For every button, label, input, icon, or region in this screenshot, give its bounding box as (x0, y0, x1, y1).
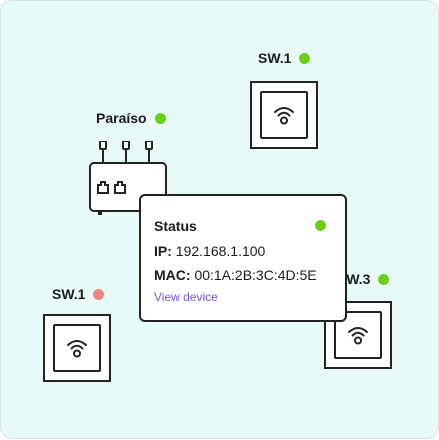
mac-value: 00:1A:2B:3C:4D:5E (194, 267, 317, 283)
status-offline-dot (93, 288, 105, 300)
switch-device-sw1-left[interactable] (43, 314, 111, 382)
status-online-dot (378, 273, 390, 285)
device-label-sw1-top: SW.1 (258, 50, 311, 66)
wifi-icon (348, 327, 368, 345)
device-name: Paraíso (96, 110, 147, 126)
view-device-link[interactable]: View device (154, 290, 218, 304)
device-name: SW.1 (52, 286, 86, 302)
mac-label: MAC: (154, 267, 191, 283)
ip-value: 192.168.1.100 (175, 243, 266, 259)
device-name: SW.1 (258, 50, 292, 66)
switch-device-sw1-top[interactable] (250, 81, 318, 149)
ip-label: IP: (154, 243, 172, 259)
switch-device-sw3[interactable] (324, 301, 392, 369)
device-status-tooltip: Status IP: 192.168.1.100 MAC: 00:1A:2B:3… (139, 194, 347, 322)
status-online-dot (154, 112, 166, 124)
status-online-dot (315, 220, 326, 231)
tooltip-title: Status (154, 218, 197, 234)
device-label-router: Paraíso (96, 110, 166, 126)
mac-row: MAC: 00:1A:2B:3C:4D:5E (154, 263, 345, 287)
ip-row: IP: 192.168.1.100 (154, 239, 345, 263)
wifi-icon (274, 107, 294, 125)
device-label-sw1-left: SW.1 (52, 286, 105, 302)
wifi-icon (67, 340, 87, 358)
status-online-dot (299, 52, 311, 64)
